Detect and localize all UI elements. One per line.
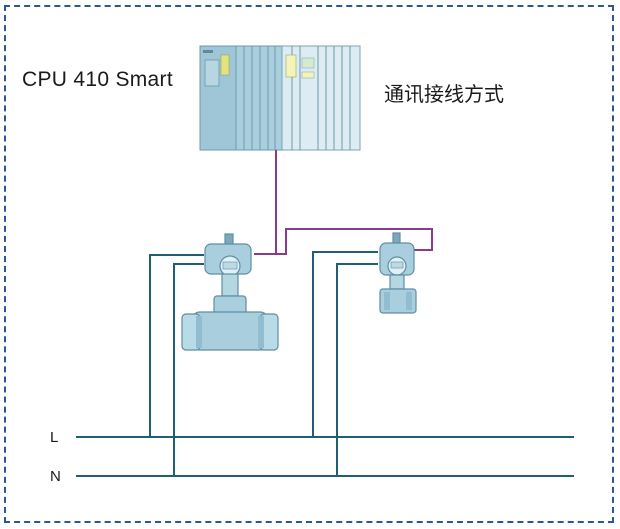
pressure-transmitter-icon <box>379 232 417 314</box>
device-2-power-wire <box>312 251 378 476</box>
device-1-power-wire <box>149 254 204 476</box>
plc-rack-icon <box>199 45 361 151</box>
flowmeter-transmitter-icon <box>181 233 279 351</box>
cpu-label: CPU 410 Smart <box>22 68 173 91</box>
dashed-frame <box>4 5 614 523</box>
bus-l-label: L <box>50 429 59 446</box>
bus-n-label: N <box>50 468 61 485</box>
comm-wire <box>254 150 433 255</box>
power-bus <box>76 436 574 477</box>
diagram-caption: 通讯接线方式 <box>384 82 504 106</box>
